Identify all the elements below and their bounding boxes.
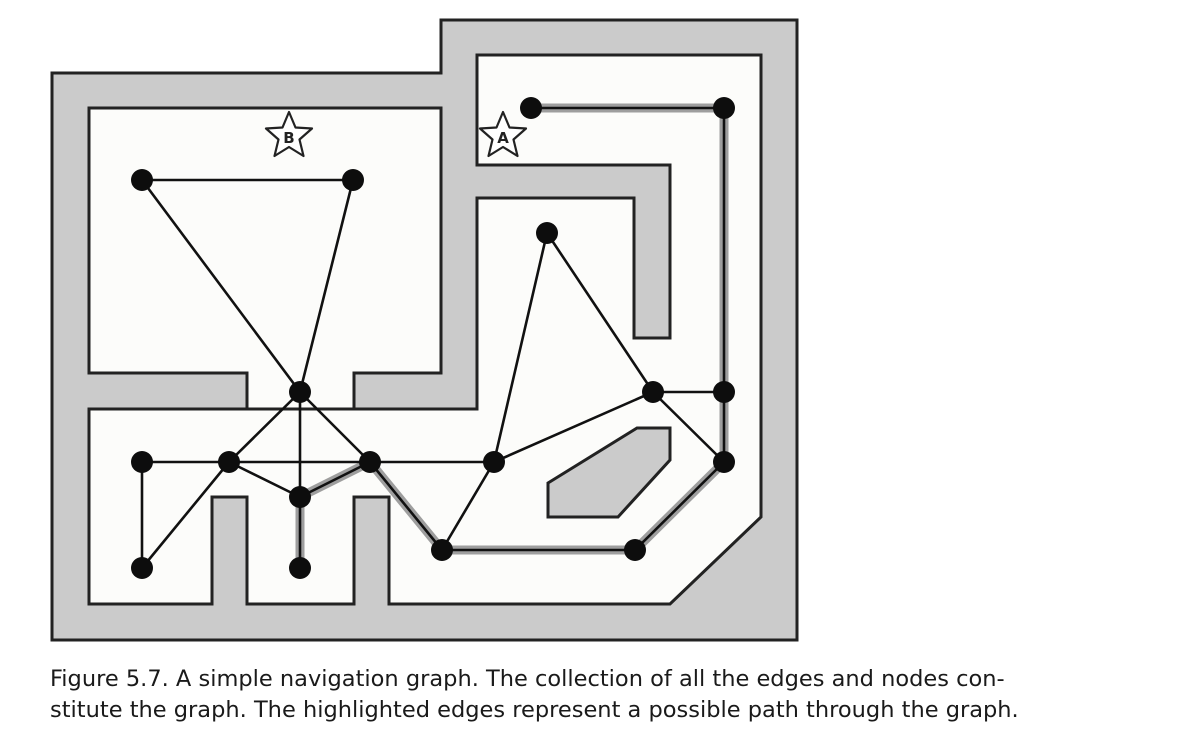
caption-line: Figure 5.7. A simple navigation graph. T…: [50, 666, 1005, 692]
star-b-label: B: [283, 129, 294, 147]
node: [131, 451, 153, 473]
edge: [140, 178, 302, 394]
edge: [545, 231, 655, 394]
edge: [651, 390, 726, 464]
star-a-label: A: [497, 129, 509, 147]
edge: [368, 460, 444, 552]
star-a-icon: A: [478, 110, 528, 158]
caption-line: stitute the graph. The highlighted edges…: [50, 697, 1019, 723]
node: [624, 539, 646, 561]
node: [289, 557, 311, 579]
edge: [492, 390, 655, 464]
room-b-floor: [87, 106, 443, 411]
node: [218, 451, 240, 473]
edge: [140, 460, 231, 570]
edge: [227, 460, 302, 499]
node: [131, 169, 153, 191]
graph-nodes: [131, 97, 735, 579]
node: [483, 451, 505, 473]
node: [289, 381, 311, 403]
node: [342, 169, 364, 191]
node: [713, 381, 735, 403]
figure-caption: Figure 5.7. A simple navigation graph. T…: [50, 664, 1170, 726]
graph-edges: [140, 106, 726, 570]
node: [713, 97, 735, 119]
node: [289, 486, 311, 508]
edge: [227, 390, 302, 464]
edge: [298, 460, 372, 499]
node: [713, 451, 735, 473]
edge: [440, 460, 496, 552]
edge: [298, 390, 372, 464]
node: [520, 97, 542, 119]
node: [431, 539, 453, 561]
obstacle-block: [546, 426, 672, 519]
node: [131, 557, 153, 579]
node: [536, 222, 558, 244]
node: [642, 381, 664, 403]
node: [359, 451, 381, 473]
edge: [298, 178, 355, 394]
edge: [492, 231, 549, 464]
star-b-icon: B: [264, 110, 314, 158]
navigation-graph-figure: B A: [50, 18, 799, 642]
edge: [633, 460, 726, 552]
